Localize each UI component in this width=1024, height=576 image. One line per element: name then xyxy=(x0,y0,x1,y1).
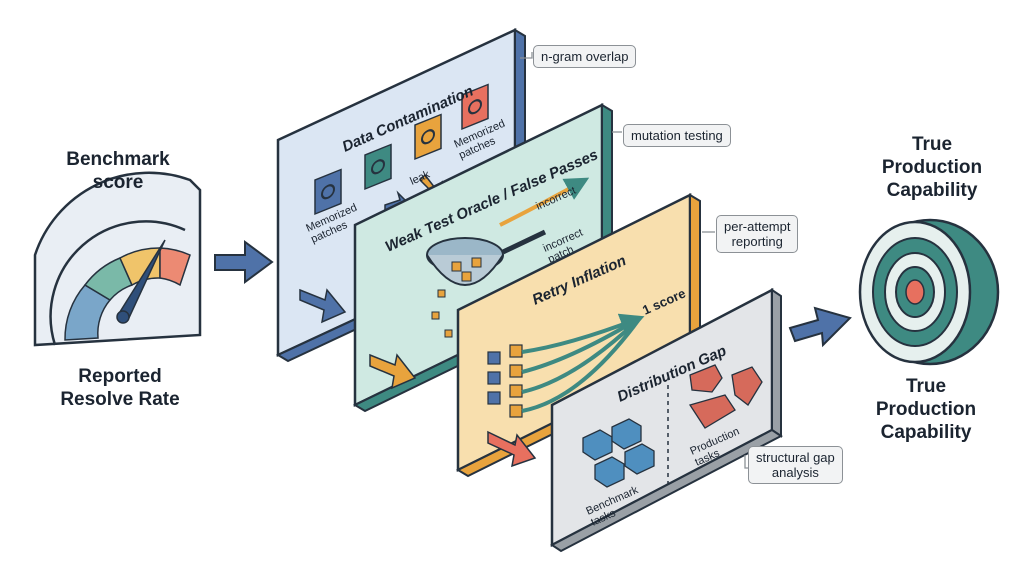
callout-mutation-testing: mutation testing xyxy=(623,124,731,147)
patch-doc-icon-teal xyxy=(364,143,392,191)
input-arrow xyxy=(214,240,274,284)
callout-n-gram-overlap: n-gram overlap xyxy=(533,45,637,68)
attempt-bars xyxy=(487,344,523,418)
sieve-icon xyxy=(426,229,547,338)
callout-per-attempt-reporting: per-attempt reporting xyxy=(716,215,799,253)
callout-structural-gap-analysis: structural gap analysis xyxy=(748,446,843,484)
gauge-icon xyxy=(33,171,202,347)
production-shapes xyxy=(688,364,763,429)
patch-doc-icon-red xyxy=(461,83,489,131)
output-arrow xyxy=(788,306,852,348)
patch-doc-icon-orange xyxy=(414,113,442,161)
target-icon xyxy=(858,218,1000,366)
patch-doc-icon-blue xyxy=(314,168,342,216)
benchmark-cubes xyxy=(582,418,655,488)
panel-distribution-gap: Distribution Gap Benchmarktasks Producti… xyxy=(550,287,783,553)
